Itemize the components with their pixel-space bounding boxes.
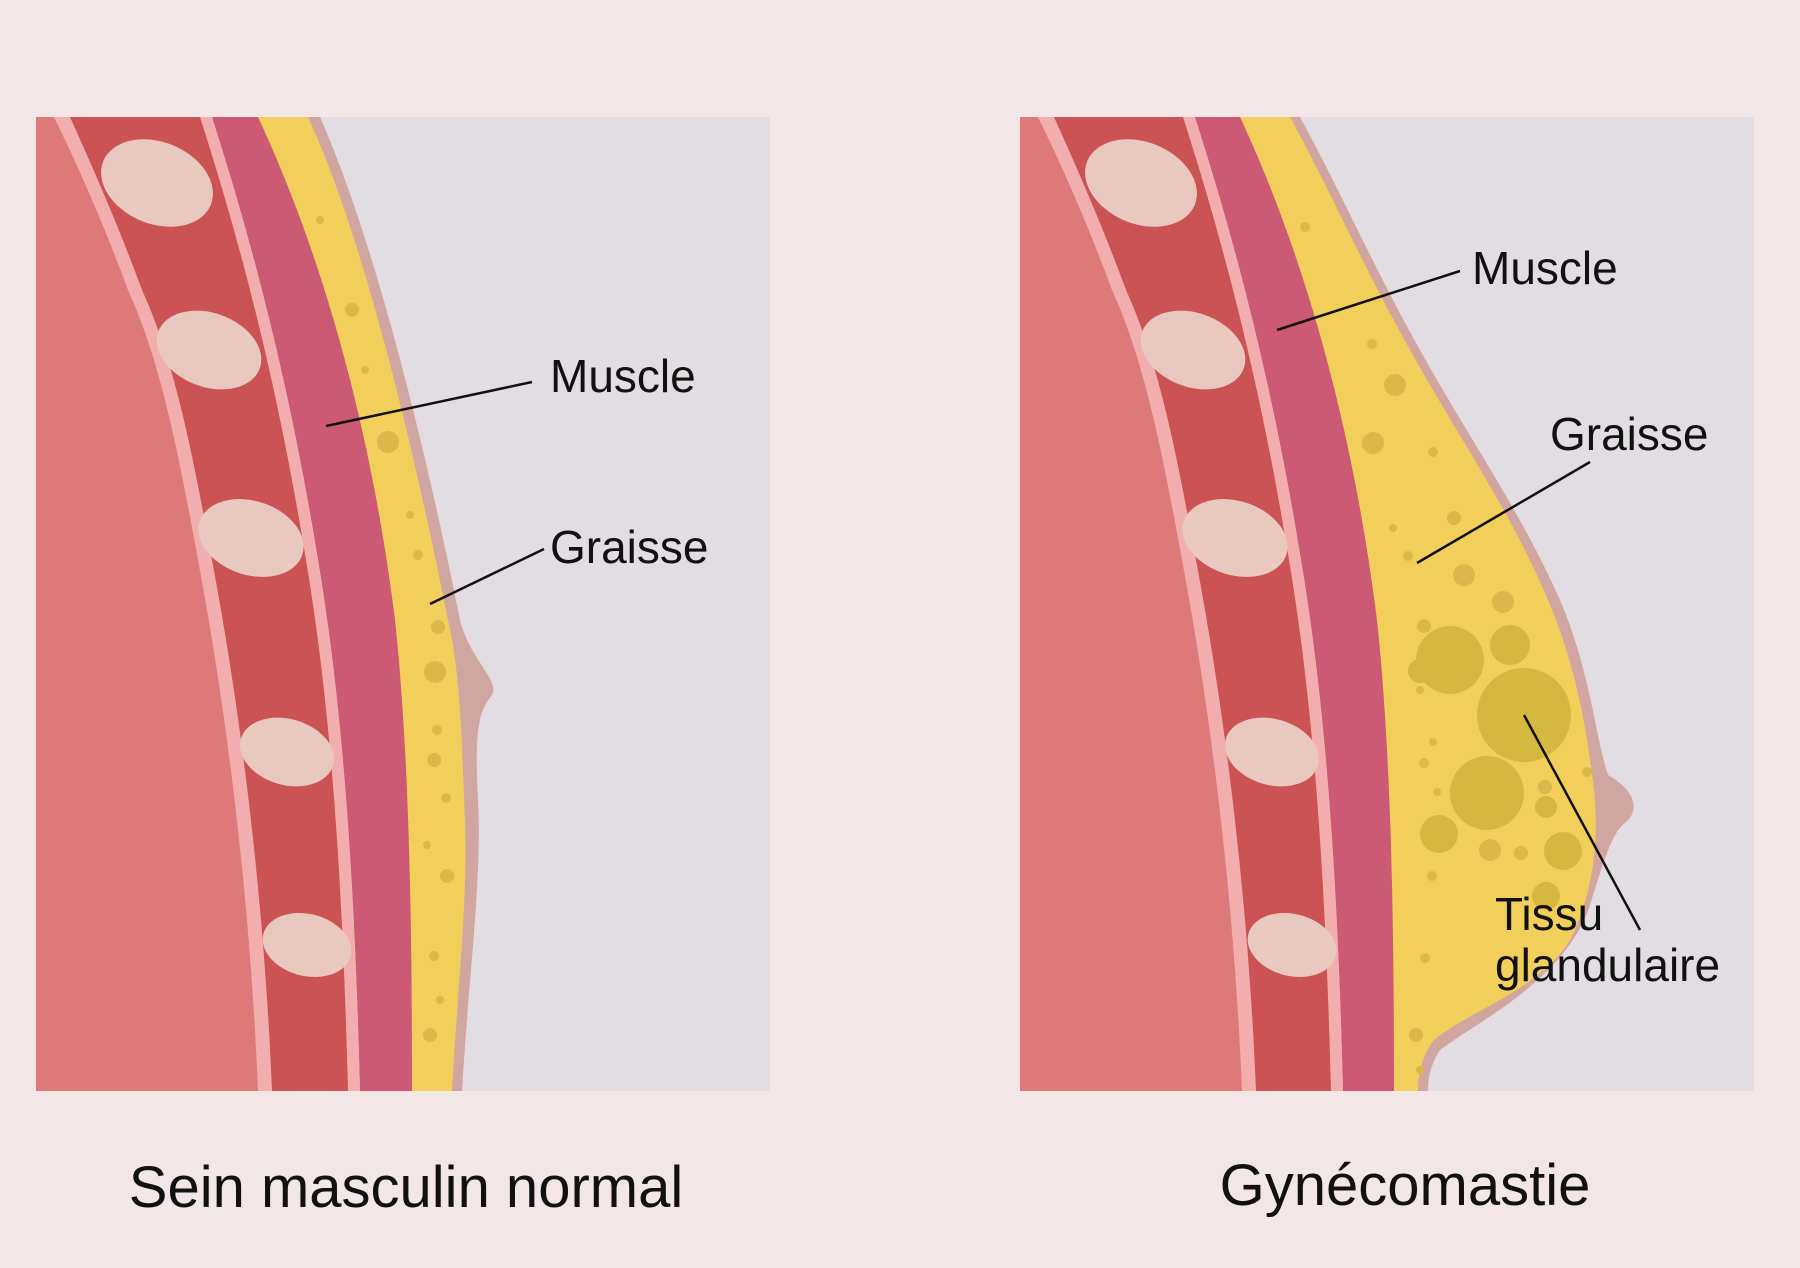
fat-dots: [316, 216, 454, 1042]
muscle-label: Muscle: [550, 350, 696, 402]
rib-band: [1052, 117, 1331, 1091]
rib-bones: [1085, 139, 1337, 977]
fat-dots: [1300, 222, 1592, 1074]
body-interior: [36, 117, 258, 1091]
fat-callout-line: [1416, 460, 1591, 565]
fat-label: Graisse: [550, 521, 708, 573]
body-interior: [1020, 117, 1242, 1091]
fat-callout-line: [429, 547, 545, 606]
muscle-callout-line: [325, 380, 533, 428]
muscle-layer: [210, 117, 412, 1091]
gland-label-line2: glandulaire: [1495, 939, 1720, 991]
rib-band: [68, 117, 348, 1091]
panel-caption: Gynécomastie: [1220, 1153, 1591, 1218]
gland-label-line1: Tissu: [1495, 888, 1603, 940]
muscle-label: Muscle: [1472, 242, 1618, 294]
glandular-tissue: [1408, 625, 1582, 910]
muscle-layer: [1193, 117, 1394, 1091]
panel-gynecomastia: Muscle Graisse Tissu glandulaire Gynécom…: [1020, 117, 1754, 1218]
gland-callout-line: [1522, 714, 1642, 931]
panel-caption: Sein masculin normal: [129, 1155, 683, 1220]
fat-label: Graisse: [1550, 408, 1708, 460]
muscle-callout-line: [1276, 269, 1461, 332]
rib-bones: [101, 139, 352, 977]
panel-normal: Muscle Graisse Sein masculin normal: [36, 117, 770, 1220]
